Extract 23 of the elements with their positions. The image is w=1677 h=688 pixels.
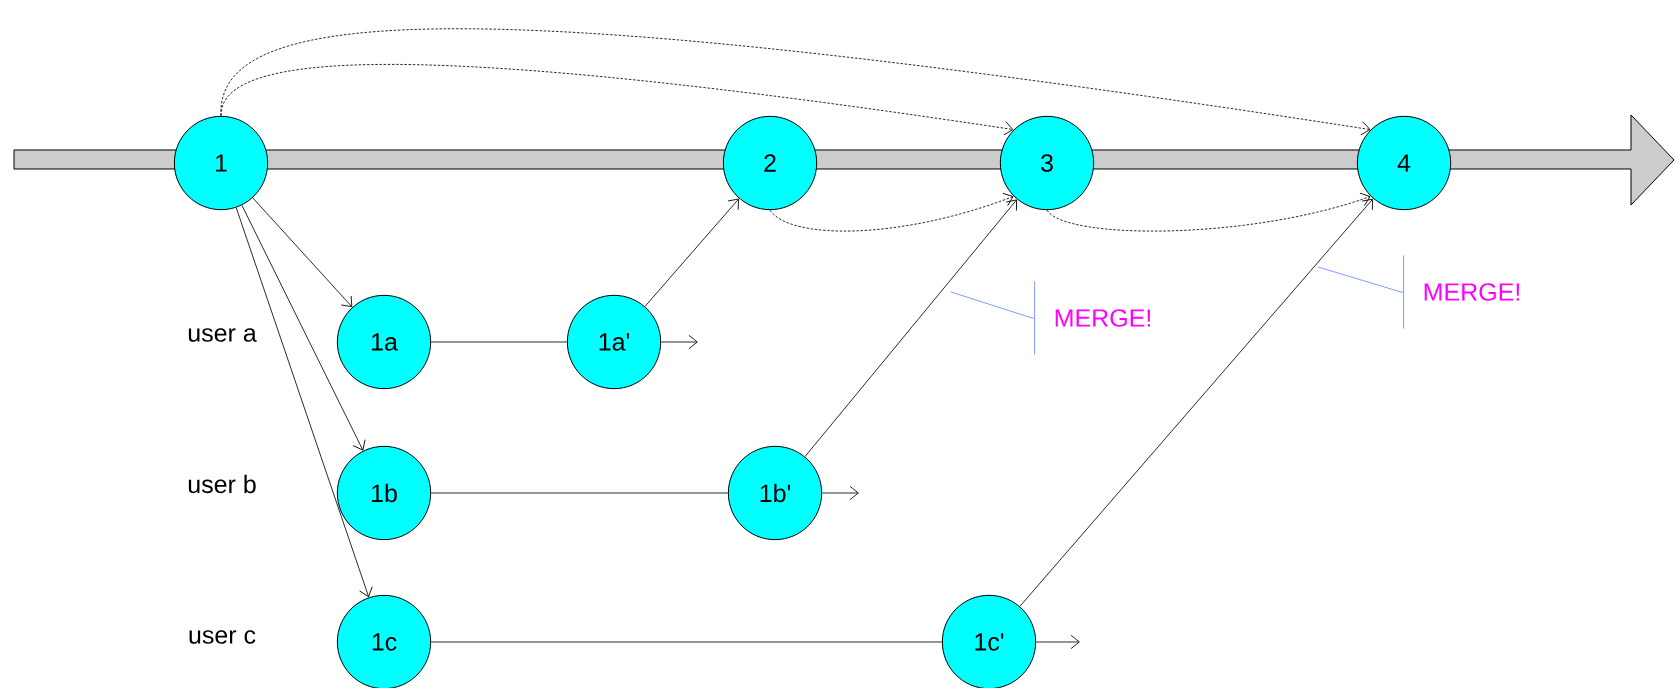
user-label: user a xyxy=(188,328,257,342)
arrow xyxy=(241,204,366,451)
arrow xyxy=(1035,634,1080,650)
arrow xyxy=(220,64,1014,136)
arrow xyxy=(235,207,373,598)
arrow xyxy=(644,198,739,307)
arrow xyxy=(220,28,1371,136)
merge-label: MERGE! xyxy=(1055,309,1151,327)
merge-label: MERGE! xyxy=(1424,283,1520,301)
arrow xyxy=(1046,192,1371,232)
arrow xyxy=(660,334,698,350)
arrow xyxy=(1019,198,1374,607)
line xyxy=(430,492,729,494)
arrow xyxy=(821,485,859,501)
user-label: user b xyxy=(188,474,256,494)
user-label: user c xyxy=(189,630,256,644)
line xyxy=(430,641,943,643)
arrow xyxy=(804,199,1017,457)
arrow xyxy=(252,197,353,308)
leader-line xyxy=(950,280,1035,356)
line xyxy=(430,341,568,343)
leader-line xyxy=(1317,254,1404,330)
arrow xyxy=(769,192,1014,232)
